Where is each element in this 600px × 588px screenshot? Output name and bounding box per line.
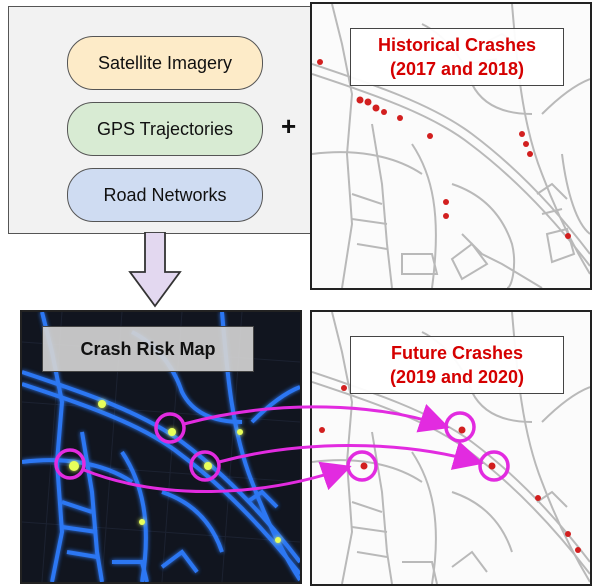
crash-risk-map-title: Crash Risk Map [42, 326, 254, 372]
input-panel: Satellite Imagery GPS Trajectories Road … [8, 6, 312, 234]
future-crashes-map: Future Crashes (2019 and 2020) [310, 310, 592, 586]
historical-title-line1: Historical Crashes [377, 35, 537, 55]
historical-crash-markers [317, 59, 571, 239]
historical-title-line2: (2017 and 2018) [389, 59, 525, 79]
future-title-line2: (2019 and 2020) [389, 367, 525, 387]
road-networks-pill: Road Networks [67, 168, 263, 222]
satellite-imagery-pill: Satellite Imagery [67, 36, 263, 90]
down-arrow-icon [128, 232, 182, 308]
historical-crashes-map: Historical Crashes (2017 and 2018) [310, 2, 592, 290]
historical-crashes-title: Historical Crashes (2017 and 2018) [350, 28, 564, 86]
future-crashes-title: Future Crashes (2019 and 2020) [350, 336, 564, 394]
gps-trajectories-pill: GPS Trajectories [67, 102, 263, 156]
future-title-line1: Future Crashes [390, 343, 524, 363]
crash-risk-map: Crash Risk Map [20, 310, 302, 584]
plus-sign: + [281, 111, 297, 141]
